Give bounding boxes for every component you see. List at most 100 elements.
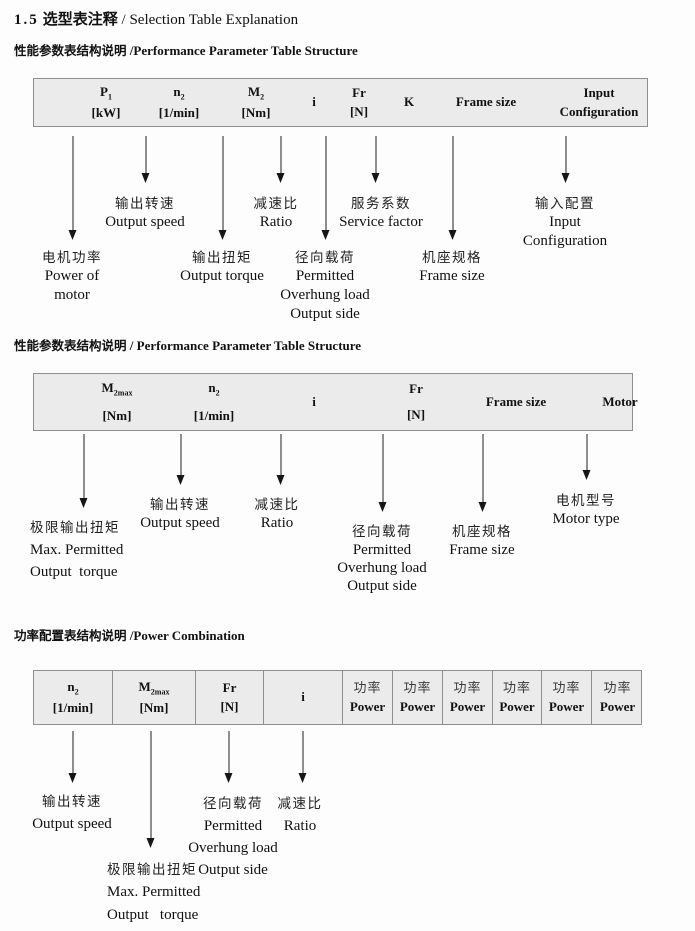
column-label-text: [Nm] [102, 408, 132, 424]
label-line: 输出转速 [149, 497, 210, 512]
section-heading-zh: 性能参数表结构说明 [14, 44, 127, 58]
column-label: [Nm] [242, 105, 271, 120]
arrow-shaft [150, 731, 151, 840]
col-p1: P1[kW] [92, 79, 121, 126]
column-label: 功率 [603, 680, 631, 695]
col-m2max: M2max[Nm] [102, 374, 133, 430]
arrow-head [176, 475, 184, 485]
column-label: [N] [406, 407, 426, 422]
column-label: [kW] [92, 105, 121, 120]
label-line: 电机功率 [42, 250, 102, 265]
label-line: 减速比 [254, 497, 300, 512]
label-line: Output side [347, 578, 417, 594]
arrow-head [68, 773, 76, 783]
column-label: i [301, 690, 305, 704]
column-label-text: [1/min] [193, 408, 235, 424]
section-heading-en: Performance Parameter Table Structure [133, 43, 358, 58]
column-label-text: Power [449, 699, 486, 714]
label-line: 径向载荷 [352, 524, 412, 539]
label-line: Overhung load [188, 840, 278, 856]
column-label-text: P [100, 84, 108, 100]
column-label: Frame size [456, 95, 516, 109]
column-label-text: Input [583, 85, 615, 101]
section-heading: 性能参数表结构说明 / Performance Parameter Table … [14, 335, 361, 355]
column-label: [1/min] [52, 700, 94, 716]
arrow-shaft [452, 136, 453, 232]
arrow-shaft [280, 434, 281, 477]
label-line: 服务系数 [350, 196, 411, 211]
label-line: Output side [198, 862, 268, 878]
column-label-subscript: 2 [260, 92, 265, 102]
column-label-text: [N] [406, 407, 426, 422]
column-label: Power [549, 699, 584, 714]
arrow-shaft [228, 731, 229, 775]
column-label-text: [1/min] [52, 700, 94, 716]
arrow-shaft [222, 136, 223, 232]
column-label-subscript: 2 [74, 687, 79, 697]
column-label: [Nm] [102, 408, 132, 424]
column-label: Power [400, 699, 435, 714]
column-label: 功率 [453, 679, 482, 695]
label-line: Ratio [259, 214, 293, 230]
arrow-shaft [565, 136, 566, 175]
column-label-text: 功率 [502, 679, 531, 695]
down-arrow-icon [448, 136, 457, 240]
arrow-head [561, 173, 569, 183]
column-label: Frame size [485, 393, 547, 409]
column-label: [Nm] [140, 700, 169, 715]
column-label-text: 功率 [453, 679, 482, 695]
label-line: motor [54, 287, 90, 303]
column-label: Power [449, 699, 486, 714]
label-line: Max. Permitted [30, 542, 124, 558]
label-line: Frame size [419, 268, 485, 284]
column-label-text: Frame size [485, 393, 547, 409]
column-label: i [312, 95, 316, 109]
column-label-text: Motor [602, 393, 638, 409]
label-line: 径向载荷 [203, 796, 263, 811]
label-line: Output speed [32, 816, 112, 832]
column-label: n2 [208, 379, 220, 398]
column-label-text: Power [599, 699, 636, 714]
column-label: [1/min] [193, 408, 235, 424]
label-line: 机座规格 [421, 250, 482, 265]
down-arrow-icon [176, 434, 185, 485]
column-label-text: M [247, 84, 261, 100]
col-i: i [264, 671, 343, 724]
label-line: Overhung load [337, 560, 427, 576]
callout-power-of-motor: 电机功率 Power of motor [42, 248, 102, 305]
column-label: Input [583, 86, 614, 100]
column-label-text: i [312, 94, 316, 110]
arrow-shaft [382, 434, 383, 504]
arrow-head [141, 173, 149, 183]
col-frame-size: Frame size [486, 374, 546, 430]
column-label-subscript: 2max [150, 687, 170, 697]
down-arrow-icon [276, 136, 285, 183]
arrow-head [276, 173, 284, 183]
column-label: Power [599, 699, 636, 714]
label-line: 减速比 [277, 796, 323, 811]
column-label-subscript: 2 [215, 388, 220, 398]
column-label: 功率 [403, 680, 431, 695]
page-title-separator: / [117, 12, 130, 28]
column-label-text: n [208, 379, 216, 395]
column-label: Fr [223, 680, 237, 695]
arrow-shaft [72, 136, 73, 232]
page-title-zh: 选型表注释 [42, 11, 118, 28]
down-arrow-icon [79, 434, 88, 508]
down-arrow-icon [141, 136, 150, 183]
label-line: 电机型号 [555, 493, 616, 508]
down-arrow-icon [68, 136, 77, 240]
label-line: Output torque [180, 268, 264, 284]
label-line: Power of [44, 268, 100, 284]
section-heading-separator: / [126, 338, 137, 353]
label-line: Output torque [107, 907, 199, 923]
arrow-head [378, 502, 386, 512]
